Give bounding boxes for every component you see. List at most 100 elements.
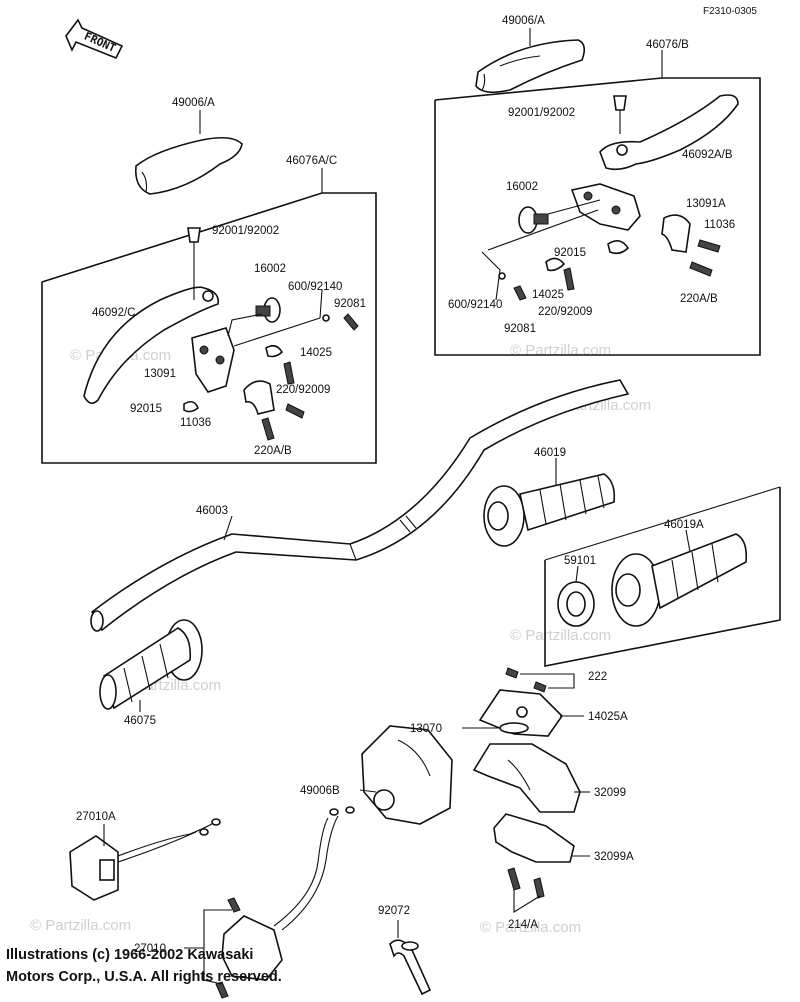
label-11036-left: 11036 <box>180 417 211 429</box>
handlebar <box>90 379 630 632</box>
label-59101: 59101 <box>564 555 596 567</box>
bolt-right <box>613 95 627 111</box>
screw <box>227 897 241 913</box>
label-46092C: 46092/C <box>92 307 135 319</box>
washer <box>265 344 284 358</box>
nut <box>607 240 630 255</box>
grip-46019 <box>483 473 616 547</box>
screw <box>563 267 575 291</box>
housing-32099 <box>472 743 581 813</box>
grip-cover-right <box>475 39 586 94</box>
part-labels: 49006/A 46076/B 92001/92002 46092A/B 160… <box>76 15 735 955</box>
label-220-92009-right: 220/92009 <box>538 306 592 318</box>
label-49006A-left: 49006/A <box>172 97 215 109</box>
label-214A: 214/A <box>508 919 538 931</box>
throttle-grip <box>611 533 748 627</box>
leader <box>227 313 263 337</box>
clutch-lever-left <box>83 286 220 404</box>
screw-214 <box>507 867 521 891</box>
clamp-left <box>243 380 275 415</box>
label-11036-right: 11036 <box>704 219 735 231</box>
label-13091A: 13091A <box>686 198 726 210</box>
adjuster-left <box>255 297 281 323</box>
screw <box>283 361 295 385</box>
grip-46075 <box>99 619 203 710</box>
label-600-left: 600/92140 <box>288 281 342 293</box>
leader <box>359 789 377 793</box>
svg-text:© Partzilla.com: © Partzilla.com <box>510 627 611 644</box>
label-92072: 92072 <box>378 905 410 917</box>
box-edge <box>544 486 781 561</box>
label-46076AC: 46076A/C <box>286 155 337 167</box>
label-14025A: 14025A <box>588 711 628 723</box>
screw <box>285 403 305 419</box>
label-49006B: 49006B <box>300 785 340 797</box>
label-220-92009-left: 220/92009 <box>276 384 330 396</box>
label-14025-right: 14025 <box>532 289 564 301</box>
screw <box>697 239 721 253</box>
label-92015-right: 92015 <box>554 247 586 259</box>
label-46075: 46075 <box>124 715 156 727</box>
throttle-box <box>544 487 781 667</box>
leader <box>575 565 579 583</box>
leader <box>233 289 323 347</box>
label-27010: 27010 <box>134 943 166 955</box>
label-92081-left: 92081 <box>334 298 366 310</box>
svg-text:© Partzilla.com: © Partzilla.com <box>30 917 131 934</box>
switch-27010 <box>221 806 355 981</box>
leader <box>513 890 541 913</box>
screw <box>343 313 359 331</box>
label-46019A: 46019A <box>664 519 704 531</box>
screw-222 <box>505 667 519 679</box>
label-32099: 32099 <box>594 787 626 799</box>
left-lever-box <box>41 192 377 464</box>
label-14025-left: 14025 <box>300 347 332 359</box>
screw-214 <box>533 877 545 899</box>
label-16002-left: 16002 <box>254 263 286 275</box>
ball <box>322 314 330 322</box>
screw <box>261 417 275 441</box>
copyright-notice: Illustrations (c) 1966-2002 Kawasaki Mot… <box>6 944 406 988</box>
label-92015-left: 92015 <box>130 403 162 415</box>
lever-holder-right <box>570 183 641 231</box>
grip-cover-left <box>134 136 243 195</box>
adjuster-right <box>518 206 549 234</box>
screw <box>513 285 527 301</box>
screw <box>215 981 229 999</box>
copyright-line-2: Motors Corp., U.S.A. All rights reserved… <box>6 969 282 985</box>
leader <box>223 515 233 541</box>
screw <box>689 261 713 277</box>
label-13070: 13070 <box>410 723 442 735</box>
leader <box>685 529 691 553</box>
leader <box>487 209 599 251</box>
switch-27010A <box>69 818 221 901</box>
label-46019: 46019 <box>534 447 566 459</box>
clip-92072 <box>389 939 432 996</box>
lever-holder-left <box>191 327 235 393</box>
label-46003: 46003 <box>196 505 228 517</box>
label-16002-right: 16002 <box>506 181 538 193</box>
leader <box>520 673 575 689</box>
svg-text:© Partzilla.com: © Partzilla.com <box>480 919 581 936</box>
right-lever-box <box>434 77 761 356</box>
label-92081-right: 92081 <box>504 323 536 335</box>
housing-49006B <box>361 725 453 825</box>
svg-text:© Partzilla.com: © Partzilla.com <box>510 342 611 359</box>
label-46076B: 46076/B <box>646 39 689 51</box>
watermarks: © Partzilla.com © Partzilla.com © Partzi… <box>30 342 651 936</box>
label-222: 222 <box>588 671 607 683</box>
screw-222 <box>533 681 547 693</box>
leader <box>203 909 232 985</box>
reference-code: F2310-0305 <box>703 6 757 17</box>
housing-32099A <box>493 813 575 863</box>
throttle-collar <box>557 581 595 627</box>
clutch-lever-right <box>599 94 739 171</box>
nut <box>183 400 199 413</box>
label-32099A: 32099A <box>594 851 634 863</box>
label-220AB-right: 220A/B <box>680 293 718 305</box>
label-46092AB: 46092A/B <box>682 149 733 161</box>
label-13091-left: 13091 <box>144 368 176 380</box>
front-arrow-icon: FRONT <box>65 18 124 60</box>
label-49006A-top: 49006/A <box>502 15 545 27</box>
